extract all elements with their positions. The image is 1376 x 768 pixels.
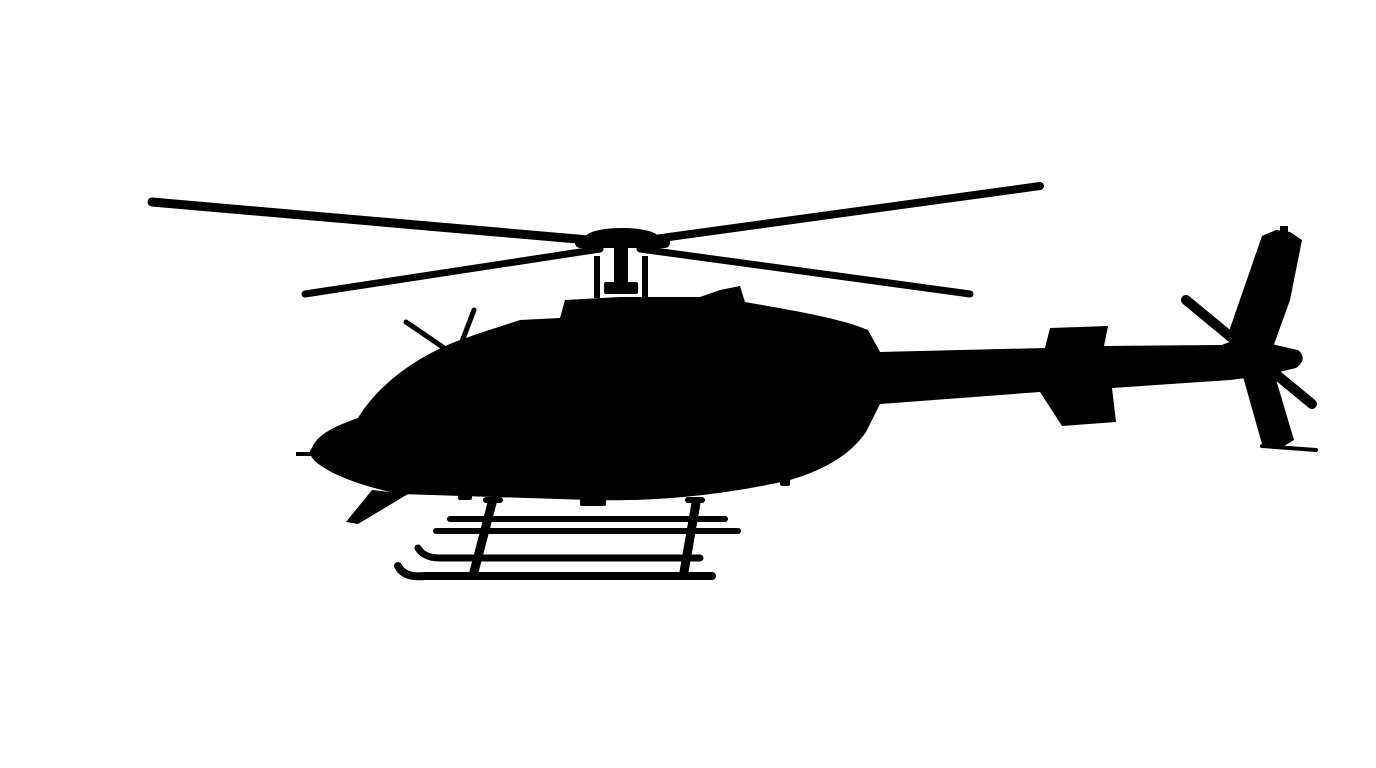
rotor-blade-rear-left <box>301 245 604 298</box>
landing-gear <box>394 497 741 581</box>
tail-assembly <box>1181 226 1318 452</box>
main-rotor <box>147 182 1044 298</box>
belly-details <box>296 452 790 524</box>
rotor-blade-front-left <box>147 197 605 246</box>
rotor-blade-front-right <box>636 182 1044 245</box>
rotor-hub <box>575 228 670 298</box>
fuselage <box>309 286 1303 501</box>
rotor-blade-rear-right <box>636 245 974 298</box>
